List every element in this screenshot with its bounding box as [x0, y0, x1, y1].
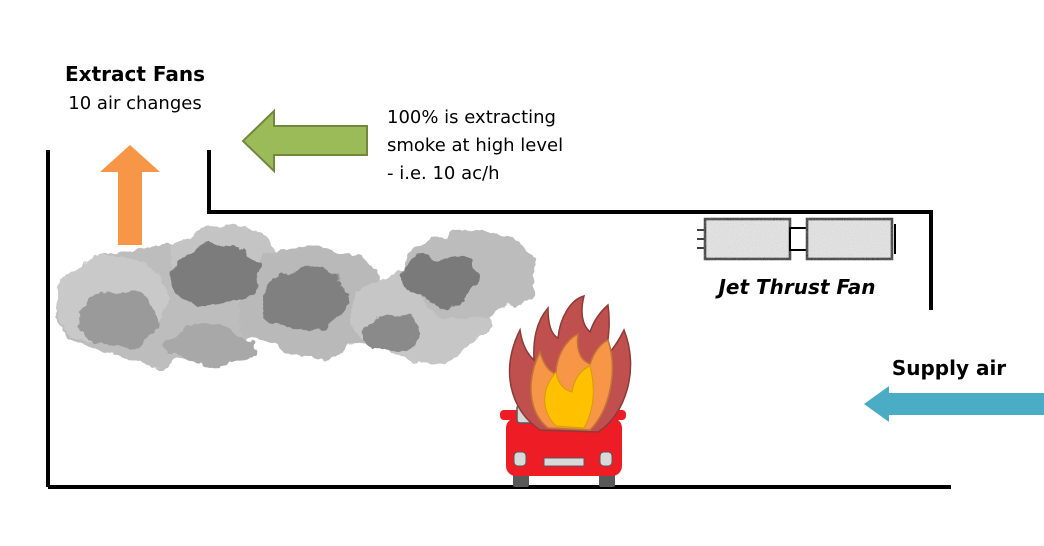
fire-icon [508, 294, 632, 433]
jet-fan-label: Jet Thrust Fan [714, 275, 875, 299]
extract-subtitle: 10 air changes [68, 93, 201, 114]
note-line-1: 100% is extracting [387, 107, 556, 128]
note-line-2: smoke at high level [387, 135, 563, 156]
note-line-3: - i.e. 10 ac/h [387, 163, 499, 184]
tunnel-walls [46, 150, 951, 489]
jet-fan-icon [697, 217, 896, 261]
extract-arrow-icon [100, 145, 160, 245]
extract-title: Extract Fans [65, 62, 205, 86]
supply-arrow-icon [864, 386, 1044, 422]
ceiling [207, 150, 933, 310]
smoke-cloud-icon [55, 225, 535, 365]
supply-label: Supply air [892, 356, 1006, 380]
green-arrow-icon [241, 108, 368, 174]
